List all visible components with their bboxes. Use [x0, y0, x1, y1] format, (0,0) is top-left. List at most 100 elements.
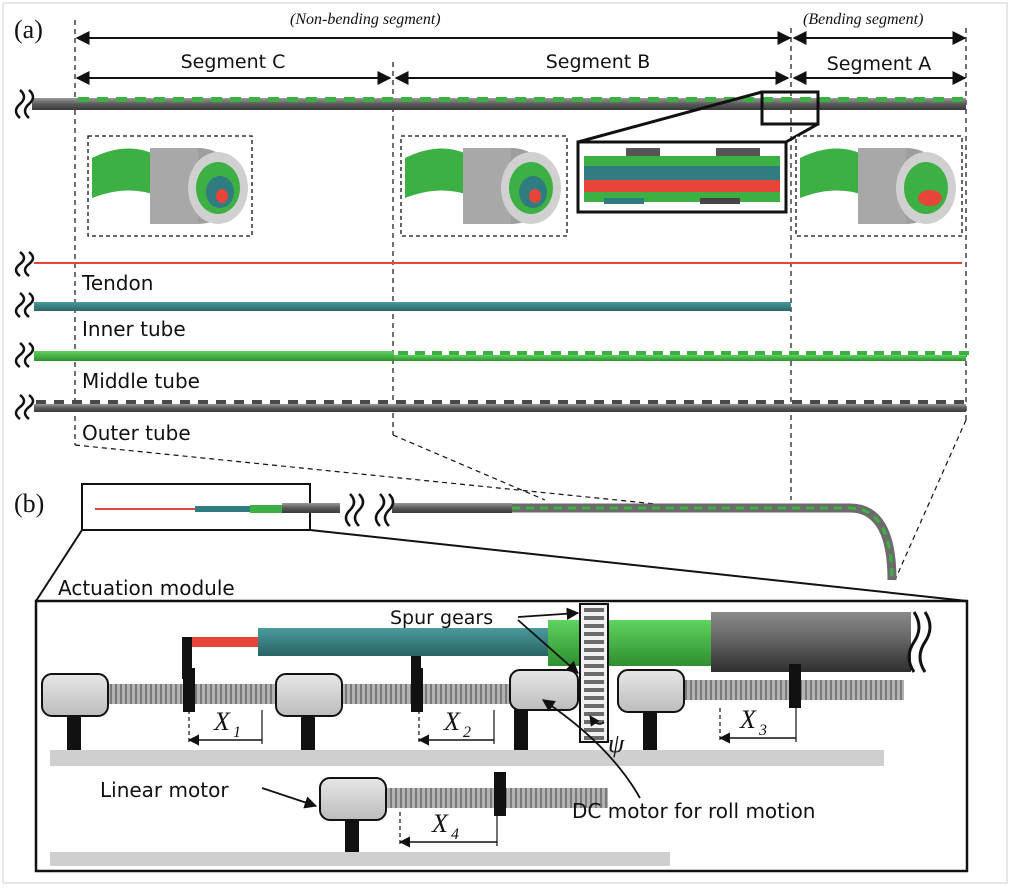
tube-tooth — [135, 97, 146, 102]
outer-tube-tooth — [72, 400, 82, 404]
middle-tube-tooth — [619, 351, 629, 355]
spur-gears-arrow-1 — [517, 607, 580, 621]
tube-tooth — [762, 97, 773, 102]
middle-tube-tooth — [568, 351, 578, 355]
outer-tube-tooth — [126, 400, 136, 404]
middle-tube-tooth — [653, 351, 663, 355]
outer-tube-tooth — [828, 400, 838, 404]
middle-tube-tooth — [959, 351, 969, 355]
middle-tube-tooth — [585, 351, 595, 355]
linear-motor-3 — [617, 664, 904, 750]
dc-motor-arrow — [541, 699, 641, 799]
middle-tube-layer — [34, 351, 969, 361]
outer-tube-tooth — [252, 400, 262, 404]
outer-tube-tooth — [342, 400, 352, 404]
outer-tube-tooth — [234, 400, 244, 404]
linear-motor-arrow — [261, 787, 318, 809]
outer-tube-tooth — [378, 400, 388, 404]
gear-tooth — [584, 704, 604, 708]
middle-tube-tooth — [534, 351, 544, 355]
outer-tube-tooth — [918, 400, 928, 404]
middle-tube-tooth — [738, 351, 748, 355]
psi-arrow — [589, 715, 605, 727]
tube-tooth — [591, 97, 602, 102]
middle-tube-tooth — [925, 351, 935, 355]
tube-tooth — [401, 97, 412, 102]
outer-tube-tooth — [558, 400, 568, 404]
tube-tooth — [420, 97, 431, 102]
panel-a-label: (a) — [14, 15, 43, 44]
outer-tube-tooth — [684, 400, 694, 404]
outer-tube-tooth — [162, 400, 172, 404]
non-bending-label: (Non-bending segment) — [290, 11, 441, 28]
spur-gears-label: Spur gears — [390, 607, 493, 629]
tube-tooth — [325, 97, 336, 102]
outer-tube-tooth — [954, 400, 964, 404]
middle-tube-tooth — [432, 351, 442, 355]
bending-label: (Bending segment) — [803, 11, 923, 28]
middle-tube-tooth — [670, 351, 680, 355]
outer-tube-tooth — [486, 400, 496, 404]
outer-tube-tooth — [270, 400, 280, 404]
outer-tube-tooth — [306, 400, 316, 404]
middle-tube-tooth — [500, 351, 510, 355]
x-label-4: X — [431, 809, 449, 838]
tube-tooth — [382, 97, 393, 102]
middle-tube-tooth — [483, 351, 493, 355]
gear-tooth — [584, 608, 604, 612]
tube-tooth — [306, 97, 317, 102]
zoom-inset — [576, 140, 788, 214]
x-label-2: X — [443, 707, 461, 736]
middle-tube-tooth — [602, 351, 612, 355]
tube-tooth — [933, 97, 944, 102]
zoom-line-b-left — [35, 529, 83, 602]
tube-tooth — [249, 97, 260, 102]
tube-tooth — [800, 97, 811, 102]
outer-tube-tooth — [666, 400, 676, 404]
outer-tube-tooth — [108, 400, 118, 404]
tube-tooth — [230, 97, 241, 102]
break-mark-module — [907, 611, 932, 673]
gear-tooth — [584, 688, 604, 692]
rail-upper — [50, 750, 884, 766]
outer-tube-tooth — [90, 400, 100, 404]
tube-tooth — [610, 97, 621, 102]
zoom-line-b-right — [309, 529, 968, 602]
outer-tube-tooth — [792, 400, 802, 404]
middle-tube-tooth — [840, 351, 850, 355]
gear-tooth — [584, 696, 604, 700]
module-tubes — [182, 612, 911, 708]
actuation-module-label: Actuation module — [58, 576, 235, 600]
gear-tooth — [584, 664, 604, 668]
gear-tooth — [584, 640, 604, 644]
middle-tube-tooth — [415, 351, 425, 355]
outer-tube-tooth — [468, 400, 478, 404]
outer-tube-tooth — [360, 400, 370, 404]
tube-tooth — [705, 97, 716, 102]
tube-tooth — [838, 97, 849, 102]
outer-tube-tooth — [504, 400, 514, 404]
inset-segment-b — [400, 135, 568, 237]
outer-tube-tooth — [648, 400, 658, 404]
middle-tube-tooth — [789, 351, 799, 355]
middle-tube-tooth — [857, 351, 867, 355]
composite-tube — [32, 97, 966, 110]
zoom-line-right — [785, 122, 819, 144]
break-mark-top — [14, 89, 35, 119]
outer-tube-tooth — [216, 400, 226, 404]
gear-tooth — [584, 712, 604, 716]
linear-motor-1 — [41, 668, 306, 750]
outer-tube-tooth — [180, 400, 190, 404]
robot-overview — [81, 483, 897, 581]
middle-tube-tooth — [942, 351, 952, 355]
inset-segment-a — [795, 135, 963, 237]
segment-c-label: Segment C — [181, 51, 286, 73]
middle-tube-tooth — [551, 351, 561, 355]
outer-tube-tooth — [324, 400, 334, 404]
middle-tube-tooth — [636, 351, 646, 355]
outer-tube-layer — [34, 400, 966, 412]
outer-tube-tooth — [432, 400, 442, 404]
middle-tube-tooth — [823, 351, 833, 355]
